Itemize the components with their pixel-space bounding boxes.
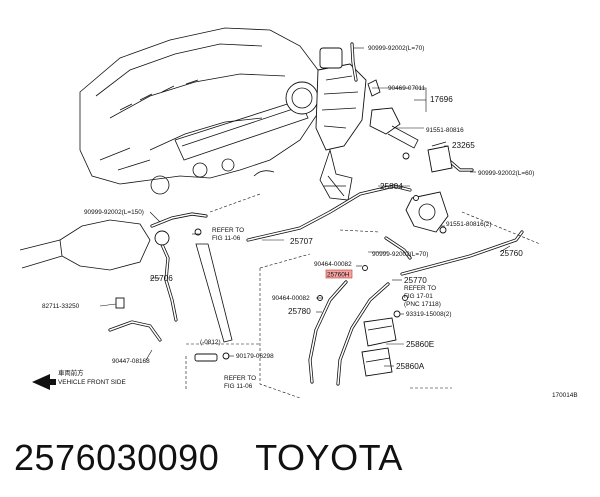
label-25780: 25780 — [288, 307, 311, 316]
label-25804: 25804 — [380, 182, 403, 191]
label-25860A: 25860A — [396, 362, 425, 371]
label-90447-08168: 90447-08168 — [112, 358, 150, 365]
refer-note-2-line3: (PNC 17118) — [404, 301, 441, 308]
hose-left — [150, 212, 208, 228]
egr-pipe-25780 — [308, 280, 390, 386]
throttle-body — [285, 47, 367, 201]
label-25707: 25707 — [290, 237, 313, 246]
hose-bottom-left — [108, 320, 162, 342]
egr-pipe-25706 — [154, 230, 178, 322]
parts-diagram: 90999-92002(L=70) 90469-07011 17696 9155… — [19, 27, 578, 399]
refer-note-1-line1: REFER TO — [212, 227, 244, 234]
brand-name: TOYOTA — [255, 437, 403, 478]
egr-cooler-25860E — [363, 317, 397, 347]
label-25860E: 25860E — [406, 340, 435, 349]
label-90999-92002-l70: 90999-92002(L=70) — [368, 45, 424, 52]
hose-top — [350, 42, 358, 82]
engine-block — [19, 27, 321, 271]
refer-note-2-line2: FIG 17-01 — [404, 293, 433, 300]
label-91551-80816-2: 91551-80816(2) — [446, 221, 491, 228]
vsv-valve — [367, 79, 419, 160]
clip-icon — [194, 228, 202, 236]
front-arrow-icon — [32, 374, 56, 390]
label-25760: 25760 — [500, 249, 523, 258]
label-highlighted-part: 25760H — [327, 272, 350, 279]
label-90464-00082-b: 90464-00082 — [272, 295, 310, 302]
label-17696: 17696 — [430, 95, 453, 104]
label-90469-07011: 90469-07011 — [388, 85, 426, 92]
leader-lines — [99, 47, 511, 367]
label-date-range: (-0812) — [200, 339, 221, 346]
label-vehicle-front-side: VEHICLE FRONT SIDE — [58, 379, 126, 386]
refer-note-3-line1: REFER TO — [224, 375, 256, 382]
label-figure-id: 170014B — [552, 392, 578, 399]
refer-note-2-line1: REFER TO — [404, 285, 436, 292]
bracket-82711 — [115, 297, 125, 309]
label-90999-92002-l60: 90999-92002(L=60) — [478, 170, 534, 177]
label-90179-06298: 90179-06298 — [236, 353, 274, 360]
egr-pipe-25760 — [400, 230, 524, 276]
label-90999-92002-l150: 90999-92002(L=150) — [84, 209, 144, 216]
label-91551-80816: 91551-80816 — [426, 127, 464, 134]
egr-valve — [405, 191, 449, 234]
stud-bolt — [194, 353, 218, 362]
label-25706: 25706 — [150, 274, 173, 283]
clip-icon — [402, 295, 408, 301]
hose-mid — [384, 236, 412, 260]
refer-notes: REFER TO FIG 11-06 REFER TO FIG 17-01 (P… — [212, 227, 441, 390]
highlight-box — [325, 269, 353, 279]
label-25770: 25770 — [404, 276, 427, 285]
refer-note-1-line2: FIG 11-06 — [212, 235, 241, 242]
clip-icon — [362, 265, 368, 271]
label-82711-33250: 82711-33250 — [42, 303, 80, 310]
part-number: 2576030090 — [14, 437, 220, 478]
reference-arrow — [195, 243, 233, 343]
dashed-boundaries — [185, 193, 541, 399]
label-90464-00082-a: 90464-00082 — [314, 261, 352, 268]
label-93319-15008: 93319-15008(2) — [406, 311, 451, 318]
label-90999-92002-l70-b: 90999-92002(L=70) — [372, 251, 428, 258]
label-23265: 23265 — [452, 141, 475, 150]
label-vehicle-front-jp: 車両前方 — [58, 368, 84, 377]
part-23265 — [427, 141, 453, 173]
refer-note-3-line2: FIG 11-06 — [224, 383, 253, 390]
bolt-icon — [393, 310, 401, 318]
part-labels: 90999-92002(L=70) 90469-07011 17696 9155… — [42, 45, 578, 399]
part-caption: 2576030090 TOYOTA — [14, 438, 586, 482]
egr-pipe-25707 — [246, 184, 412, 242]
egr-cooler-25860A — [361, 347, 393, 377]
